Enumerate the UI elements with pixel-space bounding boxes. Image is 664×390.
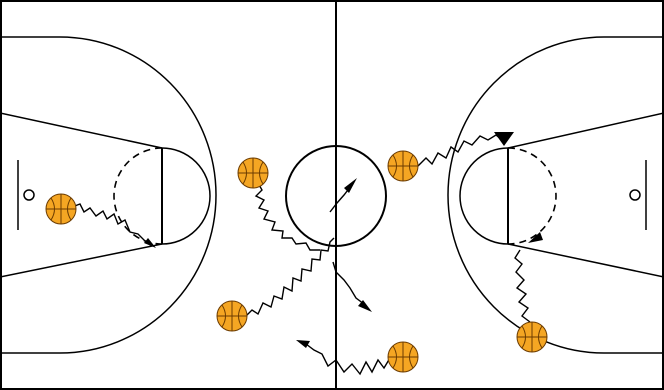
arrowhead-icon bbox=[296, 340, 310, 348]
dribble-path-upper-center bbox=[254, 182, 320, 251]
dribble-path-right-wing bbox=[417, 134, 503, 167]
basketball-icon bbox=[516, 321, 548, 353]
basketball-icon bbox=[216, 300, 248, 332]
basketball-icon bbox=[237, 157, 269, 189]
right-free-throw-arc-dashed bbox=[507, 147, 557, 245]
left-hoop bbox=[23, 189, 35, 201]
players bbox=[45, 150, 548, 373]
dribble-path-right-corner bbox=[514, 249, 531, 323]
cut-path-lower-right bbox=[332, 261, 365, 305]
arrowhead-icon bbox=[528, 232, 543, 243]
left-three-point-arc bbox=[0, 36, 217, 354]
dribble-path-left-wing bbox=[71, 203, 153, 247]
right-lane-line-bottom bbox=[507, 243, 664, 278]
left-free-throw-arc-dashed bbox=[113, 147, 163, 245]
left-lane-line-top bbox=[0, 112, 163, 149]
arrowhead-icon bbox=[494, 132, 514, 146]
basketball-icon bbox=[387, 341, 419, 373]
dribble-path-bottom bbox=[305, 343, 391, 376]
dribble-path-lower-left bbox=[245, 237, 335, 317]
right-free-throw-arc-solid bbox=[459, 147, 509, 245]
basketball-icon bbox=[45, 193, 77, 225]
left-free-throw-arc-solid bbox=[161, 147, 211, 245]
arrowhead-icon bbox=[344, 178, 357, 193]
right-hoop bbox=[629, 189, 641, 201]
arrowhead-icon bbox=[144, 238, 156, 248]
left-half-court bbox=[0, 36, 217, 354]
movement-paths bbox=[71, 132, 543, 376]
basketball-icon bbox=[387, 150, 419, 182]
right-lane-line-top bbox=[507, 112, 664, 149]
right-half-court bbox=[447, 36, 664, 354]
left-lane-line-bottom bbox=[0, 243, 163, 278]
arrowhead-icon bbox=[358, 300, 372, 312]
center-circle bbox=[285, 145, 387, 247]
